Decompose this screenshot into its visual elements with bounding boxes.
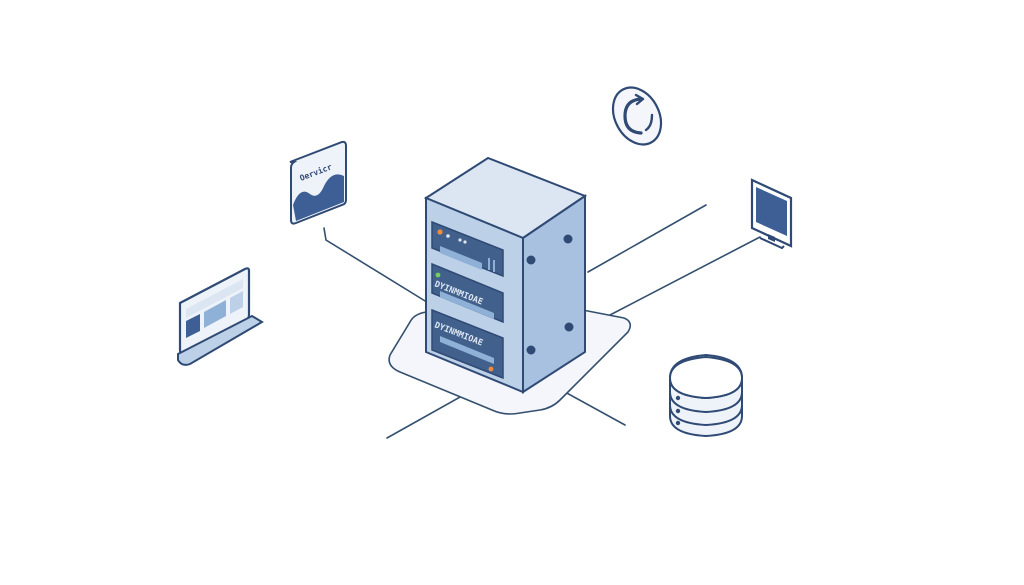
status-led-orange — [437, 229, 443, 235]
connection-line-cloud — [323, 227, 431, 305]
database-led — [675, 395, 681, 401]
server-top-unit — [431, 220, 504, 278]
database-led — [675, 408, 681, 414]
status-led — [463, 240, 467, 244]
server-side-hole — [563, 234, 573, 244]
database-led — [675, 420, 681, 426]
server-drive-slot: DYINMMIOAE — [431, 262, 504, 324]
status-led-green — [435, 272, 441, 278]
server-drive-slot: DYINMMIOAE — [431, 308, 504, 380]
sync-icon — [611, 86, 663, 146]
server-side-hole — [564, 322, 574, 332]
connection-line-monitor — [609, 236, 761, 316]
status-led — [458, 238, 462, 242]
status-led — [446, 234, 450, 238]
server-rack-icon: DYINMMIOAE DYINMMIOAE — [423, 156, 588, 394]
database-icon — [668, 353, 744, 438]
laptop-icon — [177, 267, 264, 366]
cloud-chart-icon: Oervicr — [289, 140, 347, 225]
connection-line-right-upper — [587, 204, 707, 273]
monitor-icon — [750, 178, 793, 250]
server-side-hole — [526, 345, 536, 355]
status-led-orange — [488, 366, 494, 372]
server-side-hole — [526, 255, 536, 265]
